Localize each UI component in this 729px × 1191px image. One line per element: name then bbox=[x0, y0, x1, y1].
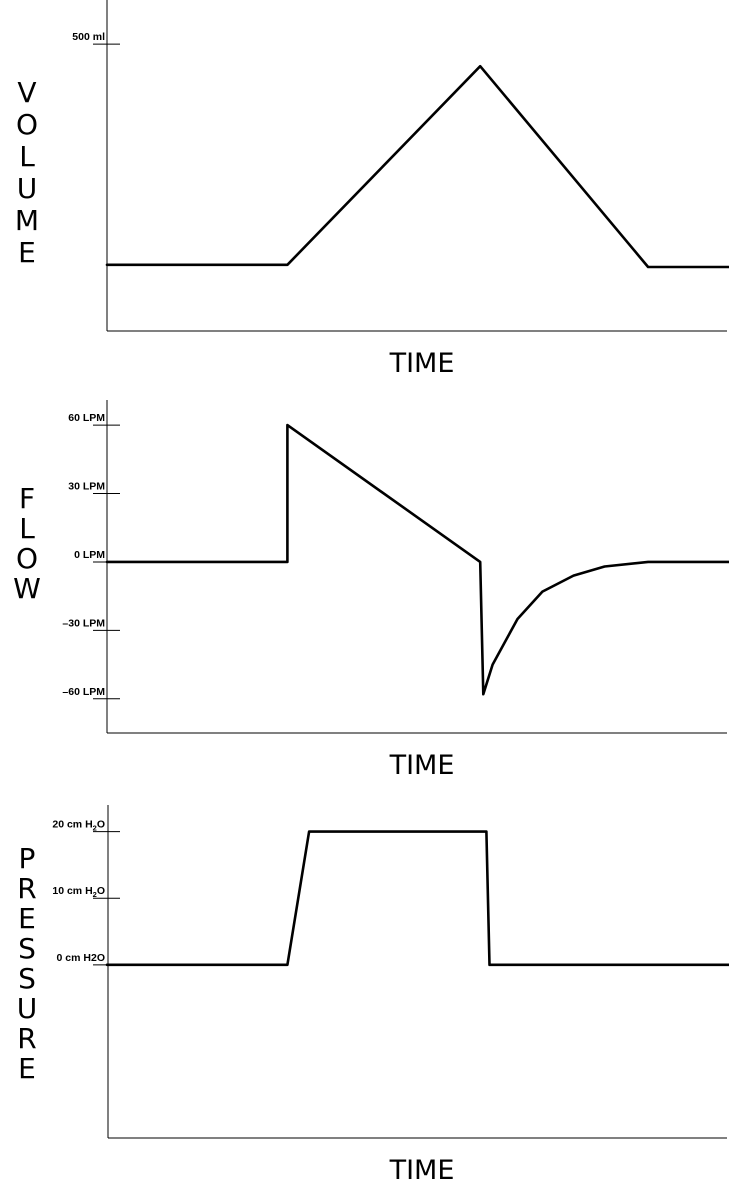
pressure-ylabel-letter: P bbox=[19, 842, 36, 875]
volume-trace bbox=[105, 64, 729, 269]
pressure-ylabel-letter: S bbox=[18, 962, 36, 995]
pressure-tick-label: 10 cm H2O bbox=[52, 885, 105, 899]
pressure-ylabel-letter: R bbox=[17, 1022, 36, 1055]
volume-ylabel-letter: E bbox=[18, 236, 36, 269]
volume-ylabel-letter: O bbox=[16, 108, 38, 141]
volume-ylabel-letter: V bbox=[17, 76, 36, 109]
flow-ylabel-letter: L bbox=[19, 512, 35, 545]
pressure-ylabel-letter: E bbox=[18, 902, 36, 935]
pressure-ylabel-letter: S bbox=[18, 932, 36, 965]
pressure-tick-label: 0 cm H2O bbox=[57, 952, 105, 964]
pressure-ylabel-letter: R bbox=[17, 872, 36, 905]
pressure-xlabel: TIME bbox=[389, 1155, 455, 1186]
flow-ylabel-letter: F bbox=[19, 482, 35, 515]
pressure-trace bbox=[105, 830, 729, 967]
volume-ylabel-letter: M bbox=[15, 204, 39, 237]
flow-xlabel: TIME bbox=[389, 750, 455, 781]
flow-tick-label: –60 LPM bbox=[62, 686, 105, 698]
flow-trace bbox=[105, 423, 729, 696]
flow-tick-label: –30 LPM bbox=[62, 617, 105, 629]
pressure-ylabel-letter: E bbox=[18, 1052, 36, 1085]
volume-tick-label: 500 ml bbox=[72, 31, 105, 43]
flow-tick-label: 60 LPM bbox=[68, 412, 105, 424]
flow-ylabel-letter: O bbox=[16, 542, 38, 575]
flow-tick-label: 30 LPM bbox=[68, 481, 105, 493]
volume-xlabel: TIME bbox=[389, 348, 455, 379]
volume-ylabel-letter: U bbox=[17, 172, 38, 205]
pressure-ylabel-letter: U bbox=[17, 992, 38, 1025]
flow-tick-label: 0 LPM bbox=[74, 549, 105, 561]
pressure-tick-label: 20 cm H2O bbox=[52, 819, 105, 833]
flow-ylabel-letter: W bbox=[13, 572, 41, 605]
volume-ylabel-letter: L bbox=[19, 140, 35, 173]
